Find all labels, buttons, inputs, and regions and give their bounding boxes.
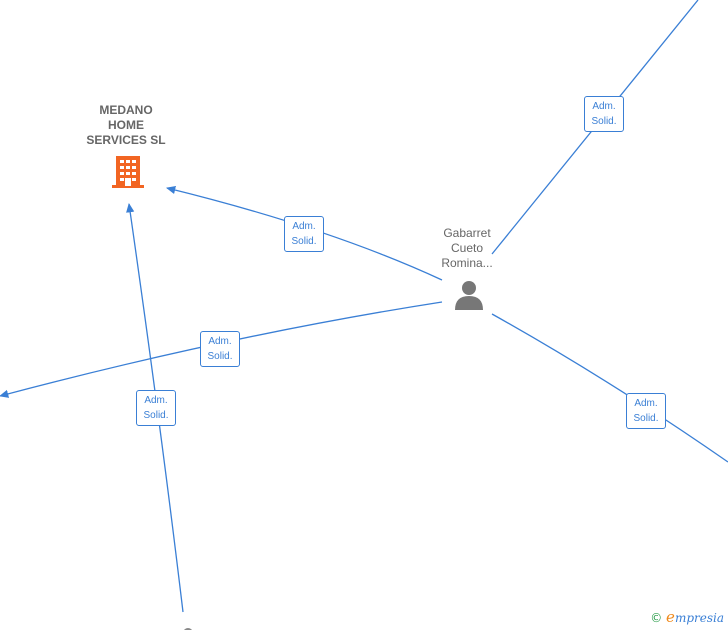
company-name-line-1: MEDANO	[99, 103, 153, 117]
person-name[interactable]: Gabarret Cueto Romina...	[422, 226, 512, 271]
building-icon[interactable]	[112, 154, 144, 189]
relation-type: Solid.	[291, 236, 317, 247]
brand-name: mpresia	[674, 611, 724, 625]
relation-label[interactable]: Adm. Solid.	[584, 96, 624, 132]
person-icon[interactable]	[455, 280, 483, 310]
person-name-line-1: Gabarret	[443, 226, 491, 240]
relation-label[interactable]: Adm. Solid.	[200, 331, 240, 367]
person-name-line-3: Romina...	[441, 256, 493, 270]
relation-label[interactable]: Adm. Solid.	[626, 393, 666, 429]
relation-role: Adm.	[634, 398, 658, 409]
relation-type: Solid.	[207, 351, 233, 362]
relation-role: Adm.	[292, 221, 316, 232]
company-name-line-3: SERVICES SL	[86, 133, 166, 147]
company-name-line-2: HOME	[108, 118, 144, 132]
relation-type: Solid.	[633, 413, 659, 424]
relation-role: Adm.	[144, 395, 168, 406]
relation-type: Solid.	[143, 410, 169, 421]
relation-type: Solid.	[591, 116, 617, 127]
edge-person-bottomright	[491, 313, 728, 463]
relation-label[interactable]: Adm. Solid.	[284, 216, 324, 252]
brand-initial: e	[666, 608, 675, 626]
empresia-watermark: © empresia	[650, 608, 724, 626]
relation-role: Adm.	[208, 336, 232, 347]
copyright-symbol: ©	[650, 611, 663, 625]
company-name[interactable]: MEDANO HOME SERVICES SL	[72, 103, 180, 148]
relation-label[interactable]: Adm. Solid.	[136, 390, 176, 426]
person-name-line-2: Cueto	[450, 241, 484, 255]
relation-role: Adm.	[592, 101, 616, 112]
